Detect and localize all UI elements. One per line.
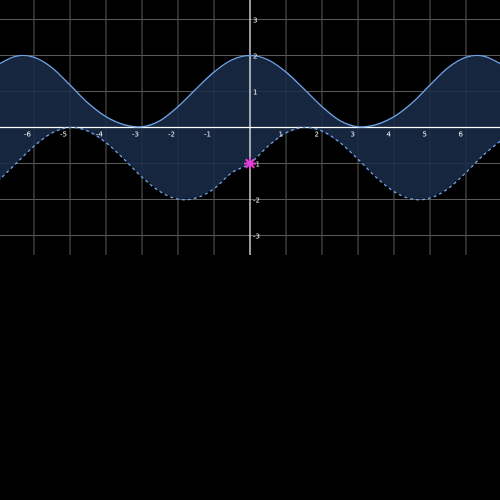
point-marker[interactable] — [244, 157, 256, 170]
x-tick-label: 5 — [423, 131, 427, 139]
y-tick-label: -1 — [253, 161, 260, 169]
y-tick-label: -2 — [253, 197, 260, 205]
axes — [0, 0, 500, 255]
y-tick-label: 1 — [253, 89, 257, 97]
x-tick-label: 3 — [351, 131, 355, 139]
x-tick-label: -3 — [132, 131, 139, 139]
x-tick-label: -4 — [96, 131, 104, 139]
upper-solid-curve[interactable] — [0, 54, 500, 128]
y-tick-label: 3 — [253, 17, 257, 25]
y-tick-label: 2 — [253, 53, 257, 61]
x-tick-label: -1 — [204, 131, 211, 139]
x-tick-label: -2 — [168, 131, 175, 139]
x-tick-label: 1 — [279, 131, 283, 139]
x-tick-label: -6 — [24, 131, 32, 139]
marker-point[interactable] — [247, 160, 253, 167]
y-tick-labels: 3 2 1 -1 -2 -3 — [253, 17, 260, 241]
x-tick-label: 2 — [315, 131, 319, 139]
x-tick-label: -5 — [60, 131, 67, 139]
x-tick-labels: -6 -5 -4 -3 -2 -1 1 2 3 4 5 6 — [24, 131, 464, 139]
y-tick-label: -3 — [253, 233, 260, 241]
x-tick-label: 6 — [459, 131, 464, 139]
x-tick-label: 4 — [387, 131, 392, 139]
